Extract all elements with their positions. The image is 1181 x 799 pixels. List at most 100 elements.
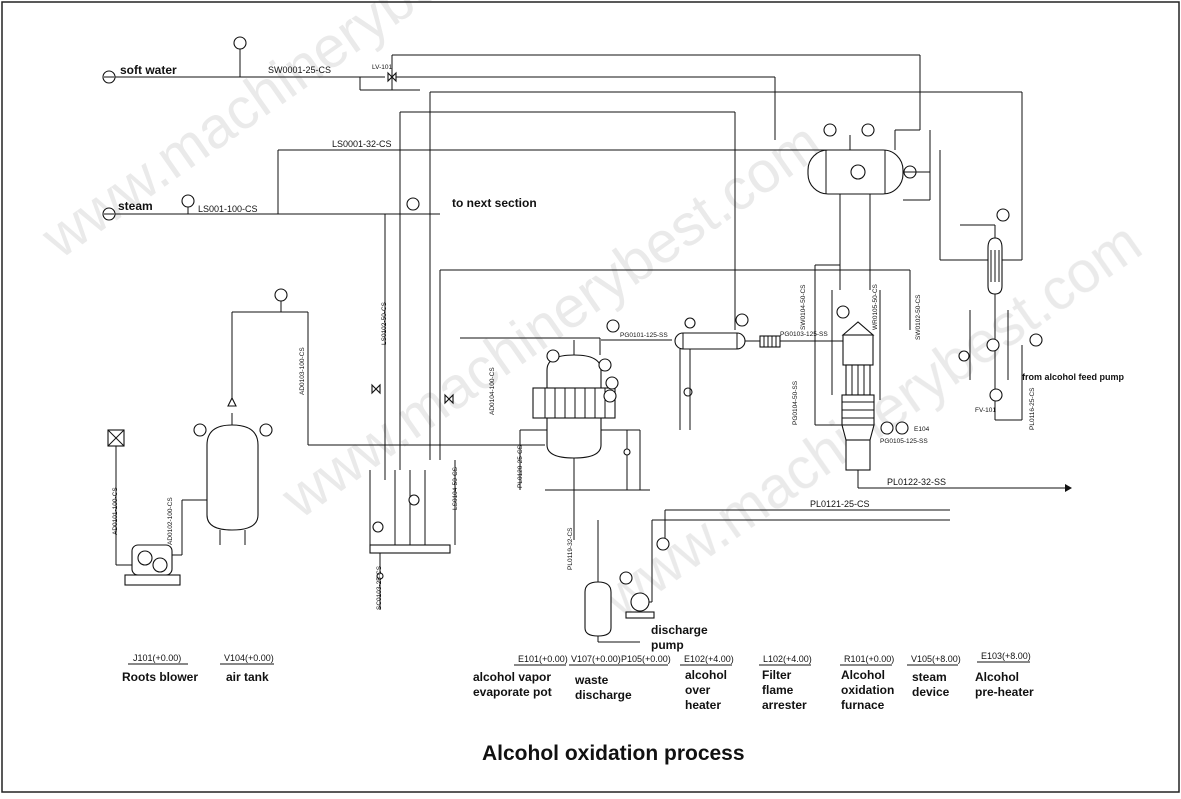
- next-section-gauge-symbol: [406, 197, 420, 211]
- legend-name-filter-line-3: arrester: [762, 698, 807, 712]
- tank-instrument-right: [259, 423, 273, 437]
- ls001-pipe-label: LS001-100-CS: [198, 204, 258, 214]
- watermark-text-1: www.machinerybest.com: [29, 0, 593, 271]
- air-tank-vessel: [206, 424, 259, 531]
- waste-discharge-vessel: PL0119-32-CS: [567, 520, 640, 643]
- pg0101-pipe-label: PG0101-125-SS: [620, 332, 668, 339]
- pl0121-pipe-label: PL0121-25-CS: [810, 499, 870, 509]
- legend-tag-e102: E102(+4.00): [684, 654, 734, 664]
- legend-name-pump-line-2: pump: [651, 638, 684, 652]
- legend-tag-j101: J101(+0.00): [133, 653, 181, 663]
- diagram-title: Alcohol oxidation process: [482, 742, 745, 765]
- legend-name-pump-line-1: discharge: [651, 623, 708, 637]
- pl0120-pipe-label: PL0120-25-CS: [517, 444, 524, 488]
- alcohol-feed-source-symbol: [1029, 333, 1043, 347]
- furnace-temp-instrument-2: [895, 421, 909, 435]
- manifold-header: [369, 544, 451, 554]
- legend-name-furnace-line-3: furnace: [841, 698, 885, 712]
- over-heater-shell: [674, 332, 746, 350]
- soft-water-label: soft water: [120, 63, 177, 77]
- steam-pressure-gauge-symbol: [181, 194, 195, 208]
- filter-flame-arrester: PG0103-125-SS: [759, 331, 845, 348]
- ls0001-pipe-label: LS0001-32-CS: [332, 139, 392, 149]
- pl0122-pipe-label: PL0122-32-SS: [887, 477, 946, 487]
- safety-valve-symbol: [227, 396, 237, 407]
- legend-name-heater-line-2: over: [685, 683, 711, 697]
- air-pressure-gauge-symbol: [274, 288, 288, 302]
- evaporator-instrument-3: [605, 376, 619, 390]
- sw0102-pipe-label: SW0102-50-CS: [915, 294, 922, 340]
- e104-label: E104: [914, 426, 930, 433]
- fv-valve-label: FV-101: [975, 407, 996, 414]
- legend-tag-v104: V104(+0.00): [224, 653, 274, 663]
- wr0105-pipe-label: WR0105-50-CS: [872, 283, 879, 330]
- fv-control-valve-instrument: [989, 388, 1003, 402]
- legend-name-heater-line-3: heater: [685, 698, 721, 712]
- steam-manifold: SC0103-25-CS LS0104-50-CS: [369, 269, 911, 610]
- legend-name-waste-line-2: discharge: [575, 688, 632, 702]
- steam-device: [807, 123, 931, 290]
- sw0001-pipe-label: SW0001-25-CS: [268, 65, 331, 75]
- legend-name-preheater-line-2: pre-heater: [975, 685, 1034, 699]
- discharge-pump-casing: [630, 592, 650, 612]
- evaporator-instrument-2: [598, 358, 612, 372]
- alcohol-over-heater: PG0101-125-SS: [601, 313, 760, 430]
- legend-name-evaporate-line-2: evaporate pot: [473, 685, 552, 699]
- equipment-legend: J101(+0.00) Roots blower V104(+0.00) air…: [122, 623, 1034, 712]
- legend-name-air-tank: air tank: [226, 670, 269, 684]
- legend-name-waste-line-1: waste: [574, 673, 609, 687]
- legend-tag-e103: E103(+8.00): [981, 651, 1031, 661]
- evaporator-instrument-4: [603, 389, 617, 403]
- pg0105-pipe-label: PG0105-125-SS: [880, 438, 928, 445]
- steam-line: steam LS001-100-CS to next section LS000…: [102, 139, 871, 480]
- legend-tag-l102: L102(+4.00): [763, 654, 812, 664]
- steam-label: steam: [118, 199, 153, 213]
- legend-name-roots-blower: Roots blower: [122, 670, 198, 684]
- from-alcohol-feed-pump-label: from alcohol feed pump: [1022, 372, 1125, 382]
- drum-pressure-gauge: [823, 123, 837, 137]
- ad0101-pipe-label: AD0101-100-CS: [112, 487, 119, 535]
- legend-tag-v105: V105(+8.00): [911, 654, 961, 664]
- flame-arrester-body: [759, 335, 781, 348]
- over-heater-temperature-instrument: [735, 313, 749, 327]
- sc0103-pipe-label: SC0103-25-CS: [376, 565, 383, 610]
- furnace-instrument-top: [836, 305, 850, 319]
- legend-name-evaporate-line-1: alcohol vapor: [473, 670, 551, 684]
- pg0104-pipe-label: PG0104-50-SS: [792, 380, 799, 425]
- alcohol-vapor-evaporate-pot: AD0104-100-CS PL0120-25-CS: [460, 319, 650, 540]
- soft-water-line: soft water SW0001-25-CS LV-101: [102, 36, 1023, 470]
- legend-name-steam-device-line-1: steam: [912, 670, 947, 684]
- ls0104-pipe-label: LS0104-50-CS: [452, 466, 459, 510]
- furnace-reaction-head: [842, 334, 874, 366]
- pressure-gauge-symbol: [233, 36, 247, 50]
- roots-blower: AD0101-100-CS AD0102-100-CS: [107, 429, 207, 586]
- evaporator-instrument-1: [546, 349, 560, 363]
- ad0102-pipe-label: AD0102-100-CS: [167, 497, 174, 545]
- legend-tag-p105: P105(+0.00): [621, 654, 671, 664]
- tank-instrument-left: [193, 423, 207, 437]
- legend-name-heater-line-1: alcohol: [685, 668, 727, 682]
- legend-tag-v107: V107(+0.00): [571, 654, 621, 664]
- pump-flow-meter: [656, 537, 670, 551]
- legend-name-furnace-line-2: oxidation: [841, 683, 894, 697]
- legend-name-filter-line-1: Filter: [762, 668, 792, 682]
- alcohol-pre-heater: FV-101 PL0116-25-CS from alcohol feed pu…: [939, 150, 1125, 430]
- evaporate-pot-heating-coil: [532, 387, 616, 419]
- ad0104-pipe-label: AD0104-100-CS: [489, 367, 496, 415]
- to-next-section-label: to next section: [452, 196, 537, 210]
- pre-heater-flow-instrument: [986, 338, 1000, 352]
- pl0116-pipe-label: PL0116-25-CS: [1029, 387, 1036, 430]
- furnace-temp-instrument-1: [880, 421, 894, 435]
- ad0103-pipe-label: AD0103-100-CS: [299, 347, 306, 395]
- legend-tag-e101: E101(+0.00): [518, 654, 568, 664]
- pl0119-pipe-label: PL0119-32-CS: [567, 527, 574, 570]
- air-tank: AD0103-100-CS: [193, 288, 545, 545]
- legend-name-furnace-line-1: Alcohol: [841, 668, 885, 682]
- pg0103-pipe-label: PG0103-125-SS: [780, 331, 828, 338]
- evaporator-instrument-5: [606, 319, 620, 333]
- lv-valve-label: LV-101: [372, 64, 393, 71]
- legend-name-steam-device-line-2: device: [912, 685, 950, 699]
